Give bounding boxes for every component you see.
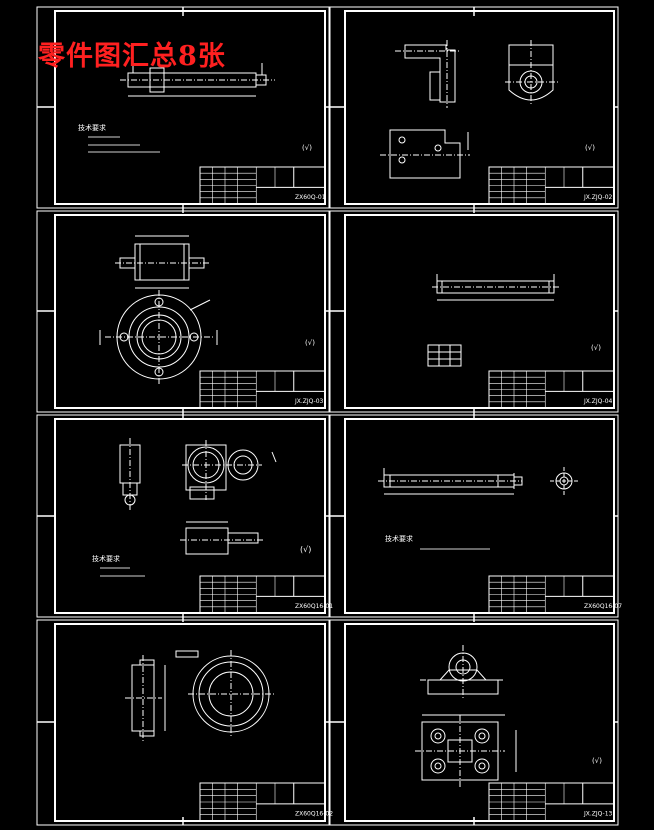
sheet-5-title-block: ZX60Q16-01 (199, 575, 333, 614)
sheet-6-notes-label: 技术要求 (385, 534, 413, 543)
sheet-2-border (344, 10, 615, 205)
sheet-1-notes (88, 136, 160, 153)
sheet-1-notes-label: 技术要求 (78, 123, 106, 132)
sheet-3-roughness: (√) (305, 339, 315, 347)
sheet-7-part-ring (125, 650, 274, 742)
sheet-7-border (54, 623, 326, 822)
sheet-5-frame (36, 414, 330, 618)
collection-title: 零件图汇总8张 (38, 41, 226, 72)
sheet-6-drawing-number: ZX60Q16-07 (584, 603, 622, 610)
sheet-1-part-shaft (120, 60, 275, 97)
sheet-3-title-block: JX.ZJQ-03 (199, 370, 326, 409)
sheet-4-drawing-number: JX.ZJQ-04 (583, 398, 613, 405)
sheet-1-roughness: (√) (302, 144, 312, 152)
sheet-4-part-rod (427, 274, 560, 367)
sheet-4-border (344, 214, 615, 409)
sheet-3-frame (36, 210, 330, 413)
sheet-5-border (54, 418, 326, 614)
sheet-6-border (344, 418, 615, 614)
sheet-5-part-housing (119, 438, 277, 555)
centering-marks (37, 7, 618, 825)
sheet-2-title-block: JX.ZJQ-02 (488, 166, 615, 205)
sheet-5-notes (100, 567, 145, 577)
sheet-7-drawing-number: ZX60Q16-02 (295, 811, 333, 818)
sheet-2-roughness: (√) (585, 144, 595, 152)
sheet-6-frame (329, 414, 619, 618)
sheet-4-title-block: JX.ZJQ-04 (488, 370, 615, 409)
sheet-8-title-block: JX.ZJQ-13 (488, 782, 615, 822)
sheet-3-drawing-number: JX.ZJQ-03 (294, 398, 324, 405)
sheet-5-drawing-number: ZX60Q16-01 (295, 603, 333, 610)
sheet-4-frame (329, 210, 619, 413)
sheet-2-drawing-number: JX.ZJQ-02 (583, 194, 613, 201)
sheet-5-notes-label: 技术要求 (92, 554, 120, 563)
sheet-3-part-flange (99, 235, 218, 385)
sheet-6-part-threaded-shaft (378, 467, 578, 495)
sheet-4-roughness: (√) (591, 344, 601, 352)
sheet-5-roughness: (√) (300, 545, 311, 554)
sheet-1-drawing-number: ZX60Q-01 (295, 194, 326, 201)
sheet-8-drawing-number: JX.ZJQ-13 (583, 811, 613, 818)
sheet-7-title-block: ZX60Q16-02 (199, 782, 333, 822)
sheet-2-frame (329, 6, 619, 209)
sheet-8-roughness: (√) (592, 757, 602, 765)
sheet-3-border (54, 214, 326, 409)
sheet-2-part-bracket (380, 40, 558, 179)
sheet-6-title-block: ZX60Q16-07 (488, 575, 622, 614)
sheet-1-title-block: ZX60Q-01 (199, 166, 326, 205)
sheet-8-part-bearing-seat (415, 645, 517, 788)
sheet-4-parameter-table (427, 344, 462, 367)
